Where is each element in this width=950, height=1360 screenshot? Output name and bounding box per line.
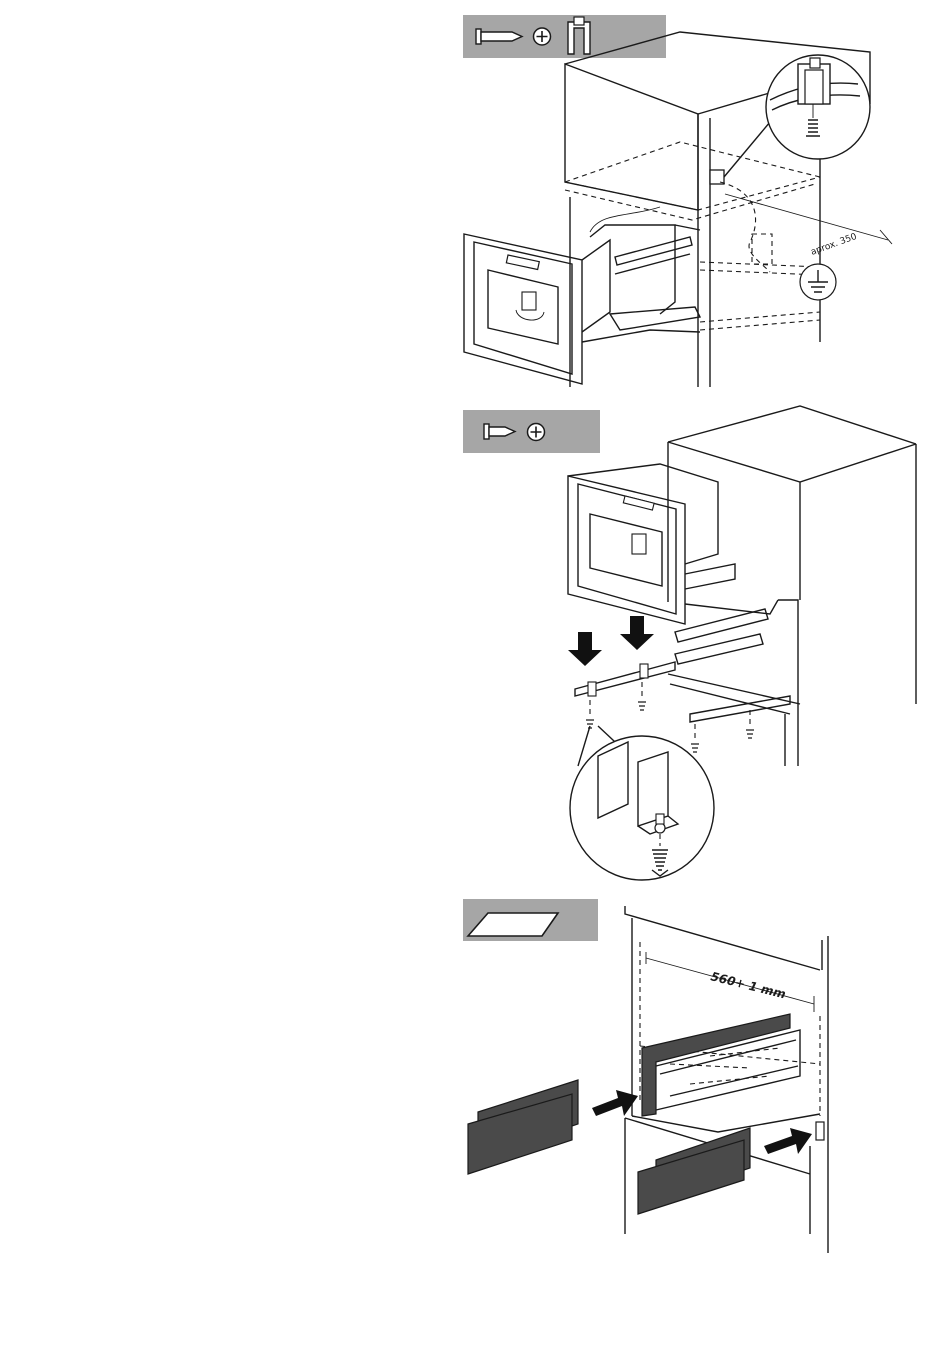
- phillips-screwdriver-icon: [528, 424, 545, 441]
- dimension-560-label: 560+ 1 mm: [709, 969, 787, 1001]
- step-1-illustration: aprox. 350: [460, 12, 930, 392]
- socket-outline: [752, 234, 772, 264]
- slide-rails: [582, 207, 700, 342]
- upper-spacer-panel-installed: [642, 1014, 800, 1116]
- phillips-screwdriver-icon: [534, 28, 551, 45]
- right-arrow-icon: [764, 1128, 812, 1154]
- cable-clip: [710, 122, 770, 184]
- down-arrow-icon: [568, 632, 602, 666]
- tall-cabinet: [668, 406, 916, 766]
- step-2-figure: [460, 404, 930, 886]
- power-cable-path: [720, 182, 770, 272]
- upper-spacer-panels: [468, 1080, 578, 1174]
- side-slot: [816, 1122, 824, 1140]
- step-2-illustration: [460, 404, 930, 886]
- coffee-machine: [464, 225, 700, 384]
- lower-spacer-panels: [638, 1128, 750, 1214]
- step-1-figure: aprox. 350: [460, 12, 930, 392]
- coffee-machine: [568, 464, 735, 624]
- step-3-illustration: 560+ 1 mm: [460, 896, 930, 1260]
- dimension-350-label: aprox. 350: [810, 232, 859, 258]
- down-arrow-icon: [620, 616, 654, 650]
- clip-zoom-detail: [766, 55, 870, 159]
- ground-symbol: [800, 264, 836, 300]
- cabinet-rails: [575, 609, 790, 722]
- step-3-figure: 560+ 1 mm: [460, 896, 930, 1260]
- bracket-zoom-detail: [570, 726, 714, 880]
- right-arrow-icon: [592, 1090, 638, 1116]
